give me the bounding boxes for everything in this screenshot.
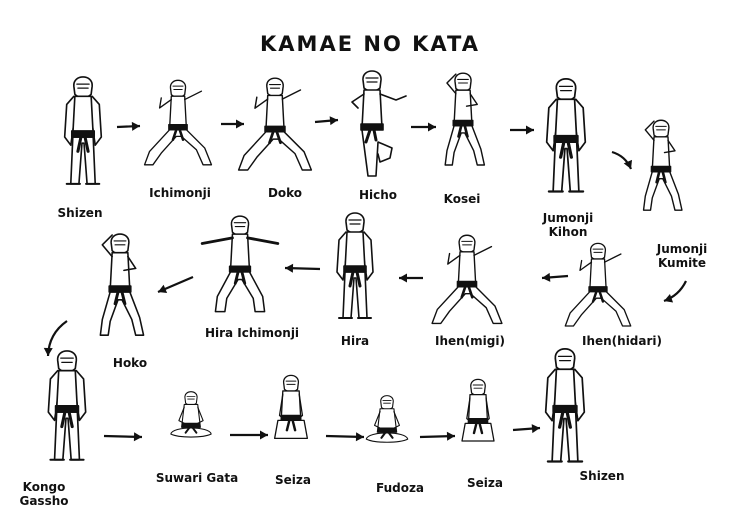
- pose-figure-kongo-gassho: [47, 350, 87, 461]
- sequence-arrow: [284, 263, 321, 273]
- pose-figure-fudoza: [365, 395, 409, 443]
- sequence-arrow: [663, 280, 687, 303]
- sequence-arrow: [157, 275, 194, 294]
- pose-label-hicho: Hicho: [358, 188, 398, 202]
- pose-label-kosei: Kosei: [443, 192, 481, 206]
- sequence-arrow: [611, 150, 633, 170]
- pose-label-fudoza: Fudoza: [375, 481, 425, 495]
- sequence-arrow: [314, 116, 339, 126]
- pose-figure-seiza-2: [461, 378, 495, 442]
- pose-figure-seiza-1: [273, 374, 309, 440]
- pose-label-hira-ichimonji: Hira Ichimonji: [204, 326, 300, 340]
- pose-figure-kosei: [444, 72, 486, 166]
- pose-label-suwari-gata: Suwari Gata: [155, 471, 239, 485]
- pose-label-shizen-2: Shizen: [579, 469, 625, 483]
- diagram-title: KAMAE NO KATA: [260, 32, 480, 56]
- pose-figure-ihen-hidari: [564, 242, 632, 327]
- sequence-arrow: [103, 432, 143, 442]
- sequence-arrow: [541, 272, 569, 282]
- sequence-arrow: [230, 430, 268, 440]
- pose-figure-ihen-migi: [431, 234, 503, 325]
- pose-figure-doko: [237, 77, 313, 171]
- pose-label-ichimonji: Ichimonji: [149, 186, 211, 200]
- pose-figure-ichimonji: [143, 79, 213, 166]
- pose-figure-shizen-2: [544, 348, 586, 463]
- sequence-arrow: [221, 119, 244, 129]
- pose-label-doko: Doko: [267, 186, 303, 200]
- pose-label-ihen-hidari: Ihen(hidari): [581, 334, 663, 348]
- pose-figure-hira: [336, 212, 374, 319]
- sequence-arrow: [419, 431, 456, 441]
- pose-figure-hoko: [99, 233, 145, 336]
- pose-label-ihen-migi: Ihen(migi): [435, 334, 505, 348]
- sequence-arrow: [399, 273, 423, 283]
- sequence-arrow: [512, 424, 541, 434]
- sequence-arrow: [325, 432, 365, 442]
- pose-figure-shizen-1: [63, 76, 103, 185]
- pose-figure-hicho: [351, 70, 407, 177]
- pose-figure-hira-ichimonji: [200, 215, 280, 313]
- sequence-arrow: [43, 320, 68, 357]
- sequence-arrow: [116, 121, 141, 131]
- pose-label-hoko: Hoko: [112, 356, 148, 370]
- pose-label-hira: Hira: [340, 334, 370, 348]
- sequence-arrow: [510, 125, 534, 135]
- pose-label-seiza-1: Seiza: [275, 473, 311, 487]
- sequence-arrow: [411, 122, 436, 132]
- pose-label-seiza-2: Seiza: [467, 476, 503, 490]
- pose-label-shizen-1: Shizen: [57, 206, 103, 220]
- pose-figure-suwari-gata: [170, 391, 212, 438]
- pose-figure-jumonji-kumite: [642, 119, 683, 211]
- pose-figure-jumonji-kihon: [545, 78, 587, 193]
